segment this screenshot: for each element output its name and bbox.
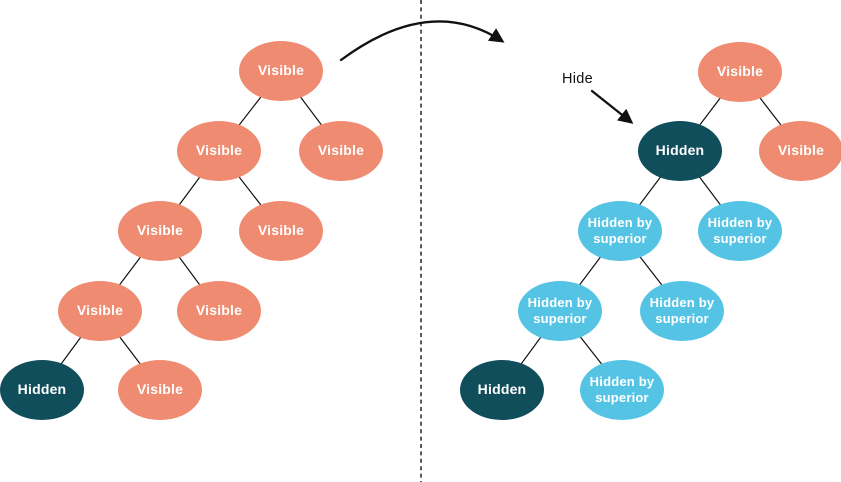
tree-node: Visible	[118, 360, 202, 420]
tree-node-hidden: Hidden	[0, 360, 84, 420]
tree-node: Visible	[118, 201, 202, 261]
transform-arrow	[339, 20, 505, 62]
tree-node: Visible	[177, 281, 261, 341]
tree-node-hidden-by-superior: Hidden by superior	[578, 201, 662, 261]
tree-node: Visible	[698, 42, 782, 102]
tree-node: Visible	[299, 121, 383, 181]
tree-node: Visible	[239, 41, 323, 101]
tree-node-hidden-by-superior: Hidden by superior	[698, 201, 782, 261]
tree-node-hidden: Hidden	[638, 121, 722, 181]
tree-node: Visible	[58, 281, 142, 341]
hide-action-label: Hide	[562, 71, 594, 87]
tree-node: Visible	[759, 121, 841, 181]
tree-node: Visible	[177, 121, 261, 181]
tree-node-hidden-by-superior: Hidden by superior	[640, 281, 724, 341]
tree-node-hidden-by-superior: Hidden by superior	[580, 360, 664, 420]
hide-arrow	[590, 89, 634, 124]
tree-node-hidden-by-superior: Hidden by superior	[518, 281, 602, 341]
tree-node: Visible	[239, 201, 323, 261]
tree-node-hidden: Hidden	[460, 360, 544, 420]
